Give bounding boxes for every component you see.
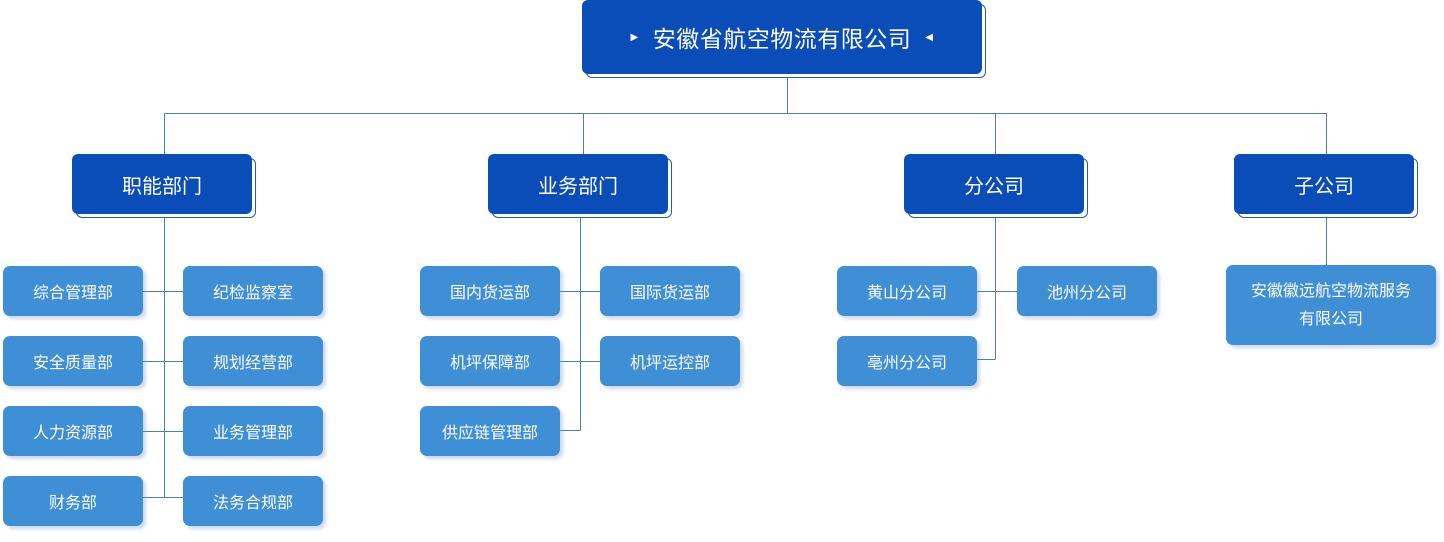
dept-node: 综合管理部	[3, 266, 143, 316]
dept-node: 规划经营部	[183, 336, 323, 386]
triangle-right-icon: ▶	[630, 31, 639, 43]
branch-node: 亳州分公司	[837, 336, 977, 386]
biz-node: 国际货运部	[600, 266, 740, 316]
dept-node: 财务部	[3, 476, 143, 526]
subsidiary-node: 安徽徽远航空物流服务 有限公司	[1226, 265, 1436, 345]
dept-node: 人力资源部	[3, 406, 143, 456]
branch-node: 池州分公司	[1017, 266, 1157, 316]
category-branch: 分公司	[904, 154, 1084, 214]
category-functional: 职能部门	[72, 154, 252, 214]
root-label: 安徽省航空物流有限公司	[652, 27, 912, 53]
dept-node: 法务合规部	[183, 476, 323, 526]
root-node: ▶ 安徽省航空物流有限公司 ◀	[582, 0, 982, 74]
biz-node: 供应链管理部	[420, 406, 560, 456]
dept-node: 业务管理部	[183, 406, 323, 456]
triangle-left-icon: ◀	[925, 31, 934, 43]
category-subsidiary: 子公司	[1234, 154, 1414, 214]
dept-node: 纪检监察室	[183, 266, 323, 316]
biz-node: 机坪运控部	[600, 336, 740, 386]
category-business: 业务部门	[488, 154, 668, 214]
biz-node: 国内货运部	[420, 266, 560, 316]
biz-node: 机坪保障部	[420, 336, 560, 386]
dept-node: 安全质量部	[3, 336, 143, 386]
branch-node: 黄山分公司	[837, 266, 977, 316]
